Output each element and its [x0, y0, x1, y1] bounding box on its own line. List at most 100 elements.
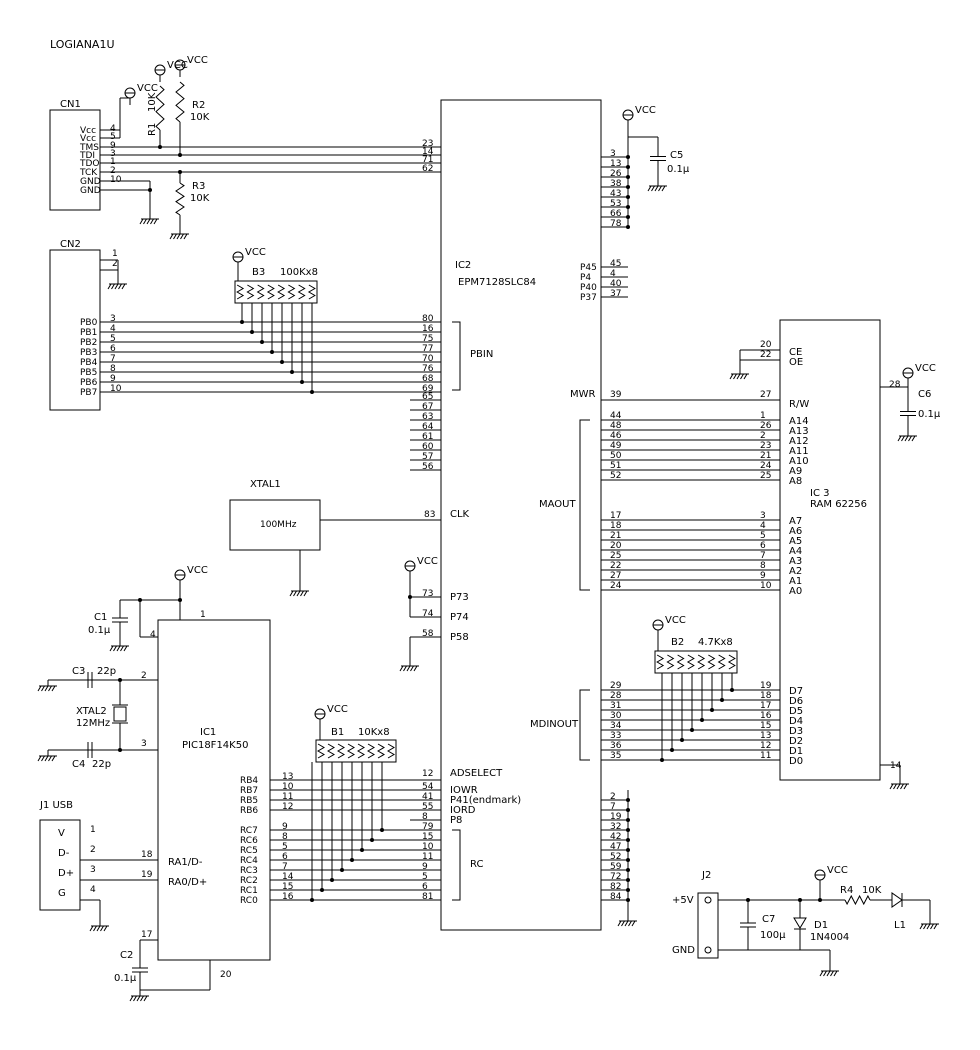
array-resistor: [246, 284, 255, 300]
ground-hatch: [889, 783, 894, 790]
ic2-rc-num: 15: [422, 832, 433, 842]
ic2-addr-pin: 44: [610, 411, 622, 421]
ground-hatch: [410, 665, 414, 672]
ic2-control-name: P8: [450, 815, 462, 826]
cn1-ref: CN1: [60, 99, 81, 110]
ic2-addr-pin: 50: [610, 451, 622, 461]
ic2-unused-pin: 60: [422, 442, 434, 452]
ic2-data-pin: 31: [610, 701, 621, 711]
j2-neg-label: GND: [672, 945, 695, 956]
ic2-spare-pin-num: 37: [610, 289, 621, 299]
ic2-addr-pin: 18: [610, 521, 622, 531]
ic1-rc-num: 6: [282, 852, 288, 862]
ground-hatch: [44, 685, 49, 692]
ic1-rc-name: RC2: [240, 876, 258, 886]
ground-hatch: [183, 233, 188, 240]
ic2-spare-pin-name: P45: [580, 263, 597, 273]
ic2-pbin-pin: 77: [422, 344, 433, 354]
b3-value: 100Kx8: [280, 267, 318, 278]
junction-dot: [626, 828, 630, 832]
junction-dot: [626, 175, 630, 179]
cn2-pin-name: PB1: [80, 328, 97, 338]
array-resistor: [347, 743, 355, 759]
schematic-title: LOGIANA1U: [50, 38, 115, 51]
junction-dot: [310, 390, 314, 394]
resistor: [155, 85, 165, 131]
ram-data-pin: 12: [760, 741, 771, 751]
ram-addr-name: A8: [789, 476, 802, 487]
b2-resistor-array: [654, 650, 738, 674]
b1-resistor-array: [315, 739, 397, 763]
c1-value: 0.1μ: [88, 625, 111, 636]
ground-hatch: [893, 783, 897, 790]
ground-hatch: [661, 185, 666, 192]
junction-dot: [320, 888, 324, 892]
l1-ref: L1: [894, 920, 906, 931]
c5-ref: C5: [670, 150, 683, 161]
ic2-data-pin: 28: [610, 691, 622, 701]
ground-hatch: [617, 920, 622, 927]
xtal1-ref: XTAL1: [250, 479, 281, 490]
junction-dot: [626, 878, 630, 882]
r1-ref: R1: [147, 123, 158, 136]
ic2-ctrl-num: 73: [422, 589, 433, 599]
ic1-pin-vusb: 17: [141, 930, 152, 940]
ram-addr-name: A12: [789, 436, 809, 447]
ground-hatch: [93, 925, 97, 932]
vcc-symbol: [154, 64, 166, 76]
ic1-ref: IC1: [200, 727, 216, 738]
ic2-unused-pin: 57: [422, 452, 433, 462]
components: [39, 59, 914, 961]
vcc-label: VCC: [915, 363, 936, 374]
ic1-rc-name: RC0: [240, 896, 258, 906]
ic2-ref: IC2: [455, 260, 471, 271]
junction-dot: [626, 818, 630, 822]
ram-addr-name: A2: [789, 566, 802, 577]
cn1-pin-num: 2: [110, 166, 116, 176]
junction-dot: [660, 758, 664, 762]
ic2-spare-pin-name: P37: [580, 293, 597, 303]
ground-hatch: [37, 685, 42, 692]
junctions: [118, 145, 822, 902]
ic2-addr-pin: 49: [610, 441, 622, 451]
cn2-pin-name: PB4: [80, 358, 98, 368]
junction-dot: [626, 195, 630, 199]
b2-value: 4.7Kx8: [698, 637, 733, 648]
ram-addr-pin: 25: [760, 471, 771, 481]
junction-dot: [118, 748, 122, 752]
ground-hatch: [830, 970, 834, 977]
c7-value: 100μ: [760, 930, 786, 941]
junction-dot: [670, 748, 674, 752]
ram-vcc-pin: 28: [889, 380, 901, 390]
ground-hatch: [176, 233, 181, 240]
ic2-gnd-pin: 59: [610, 862, 622, 872]
ic1-part: PIC18F14K50: [182, 740, 248, 751]
ic1-rc-num: 14: [282, 872, 294, 882]
ic2-control-num: 55: [422, 802, 433, 812]
pbin-bracket: [452, 321, 461, 391]
ground-hatch: [118, 283, 122, 290]
ground-hatch: [129, 995, 134, 1002]
ic2-ctrl-name: P58: [450, 632, 469, 643]
ground-hatch: [403, 665, 407, 672]
ram-addr-pin: 2: [760, 431, 766, 441]
junction-dot: [408, 595, 412, 599]
junction-dot: [240, 320, 244, 324]
ram-addr-pin: 6: [760, 541, 766, 551]
vcc-symbol: [404, 560, 416, 572]
r4-ref: R4: [840, 885, 853, 896]
junction-dot: [626, 205, 630, 209]
ram-data-name: D2: [789, 736, 803, 747]
junction-dot: [158, 145, 162, 149]
junction-dot: [250, 330, 254, 334]
r2-ref: R2: [192, 100, 205, 111]
junction-dot: [626, 165, 630, 169]
cn1-pin-name: TDO: [79, 159, 100, 169]
ic2-unused-pin: 63: [422, 412, 433, 422]
junction-dot: [330, 878, 334, 882]
ground-hatch: [911, 435, 916, 442]
d1-ref: D1: [814, 920, 828, 931]
ground-hatch: [48, 685, 52, 692]
ground-hatch: [123, 645, 128, 652]
